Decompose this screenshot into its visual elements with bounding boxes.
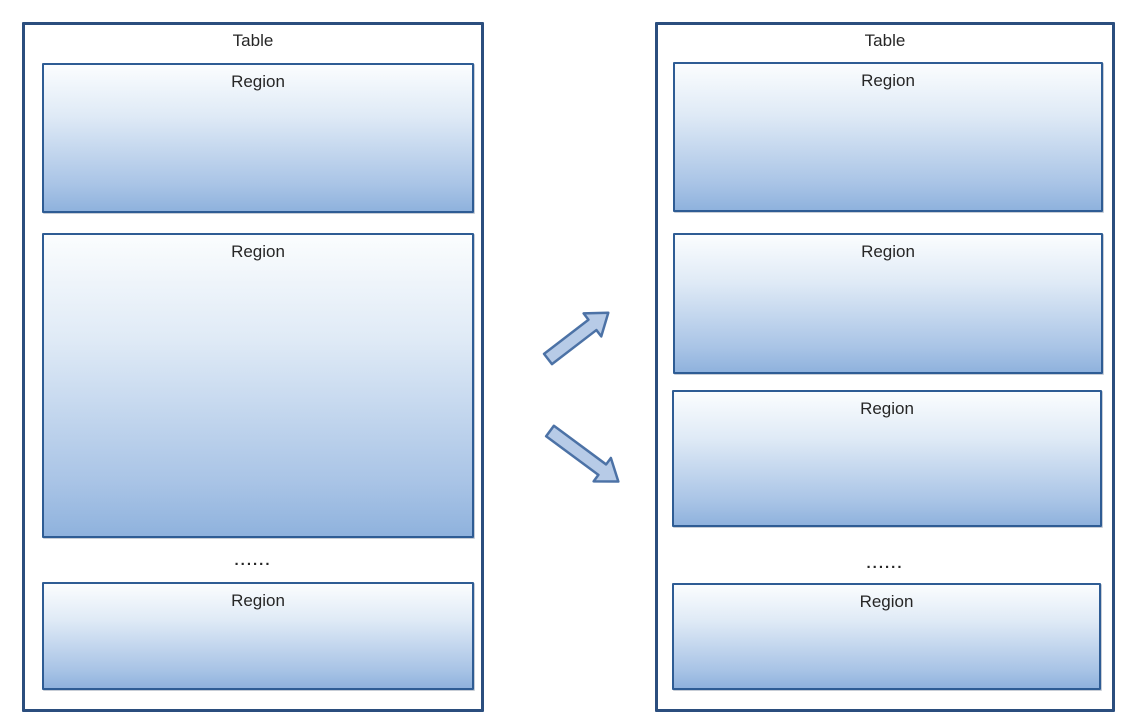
table-box-source: Table Region Region ...... Region <box>22 22 484 712</box>
region-label: Region <box>231 591 285 610</box>
region-label: Region <box>861 71 915 90</box>
table-title: Table <box>232 31 274 50</box>
region-box: Region <box>672 390 1102 527</box>
region-label: Region <box>860 399 914 418</box>
table-box-target: Table Region Region Region ...... Region <box>655 22 1115 712</box>
ellipsis-text: ...... <box>866 555 904 572</box>
ellipsis-text: ...... <box>234 552 272 569</box>
region-box: Region <box>42 63 474 213</box>
region-box: Region <box>673 62 1103 212</box>
region-label: Region <box>859 592 914 611</box>
arrow-down-right-icon <box>544 424 620 483</box>
region-box: Region <box>673 233 1103 374</box>
region-box: Region <box>42 582 474 690</box>
region-box: Region <box>42 233 474 538</box>
arrow-up-right-icon <box>542 311 610 366</box>
region-label: Region <box>861 242 915 261</box>
table-title: Table <box>864 31 906 50</box>
region-label: Region <box>231 242 285 261</box>
region-box: Region <box>672 583 1101 690</box>
region-label: Region <box>231 72 285 91</box>
